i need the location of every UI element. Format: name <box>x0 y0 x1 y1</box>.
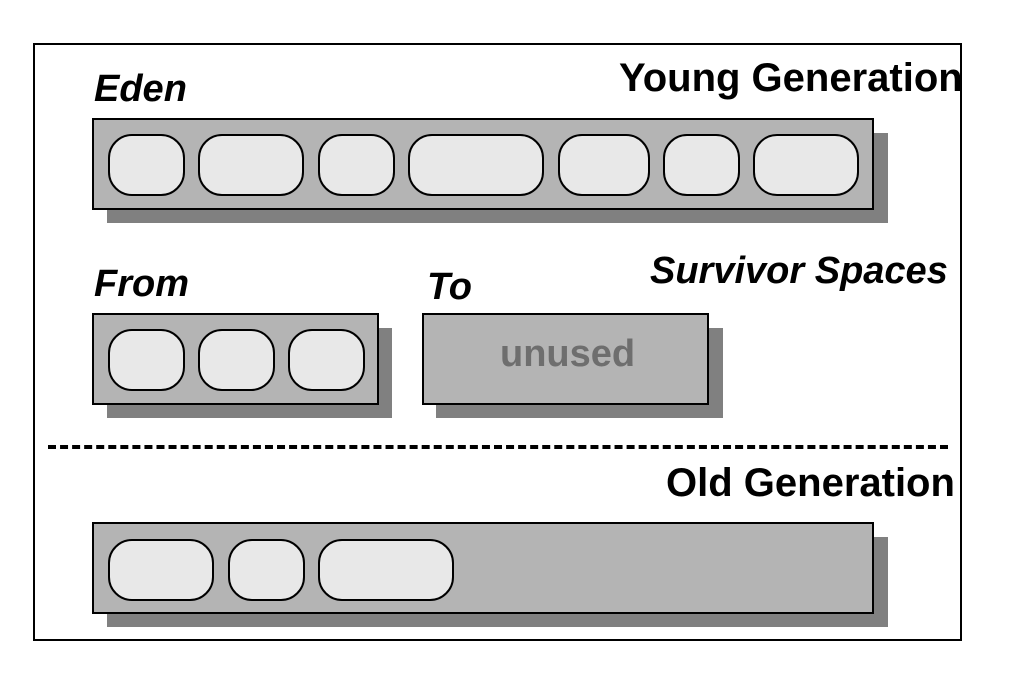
eden-object <box>753 134 859 196</box>
eden-object <box>198 134 304 196</box>
eden-object <box>408 134 544 196</box>
to-space-unused-label: unused <box>500 333 636 375</box>
eden-object <box>663 134 740 196</box>
to-space: unused <box>422 313 709 405</box>
old-object <box>228 539 305 601</box>
from-space <box>92 313 379 405</box>
old-generation-title: Old Generation <box>666 461 955 505</box>
eden-space <box>92 118 874 210</box>
survivor-spaces-title: Survivor Spaces <box>650 250 948 292</box>
old-object <box>108 539 214 601</box>
eden-object <box>558 134 650 196</box>
eden-label: Eden <box>94 68 187 110</box>
young-generation-title: Young Generation <box>619 56 963 100</box>
generation-divider <box>48 445 948 449</box>
old-object <box>318 539 454 601</box>
from-label: From <box>94 263 189 305</box>
from-object <box>288 329 365 391</box>
to-label: To <box>427 266 473 308</box>
old-space <box>92 522 874 614</box>
eden-object <box>108 134 185 196</box>
from-object <box>198 329 275 391</box>
eden-object <box>318 134 395 196</box>
from-object <box>108 329 185 391</box>
